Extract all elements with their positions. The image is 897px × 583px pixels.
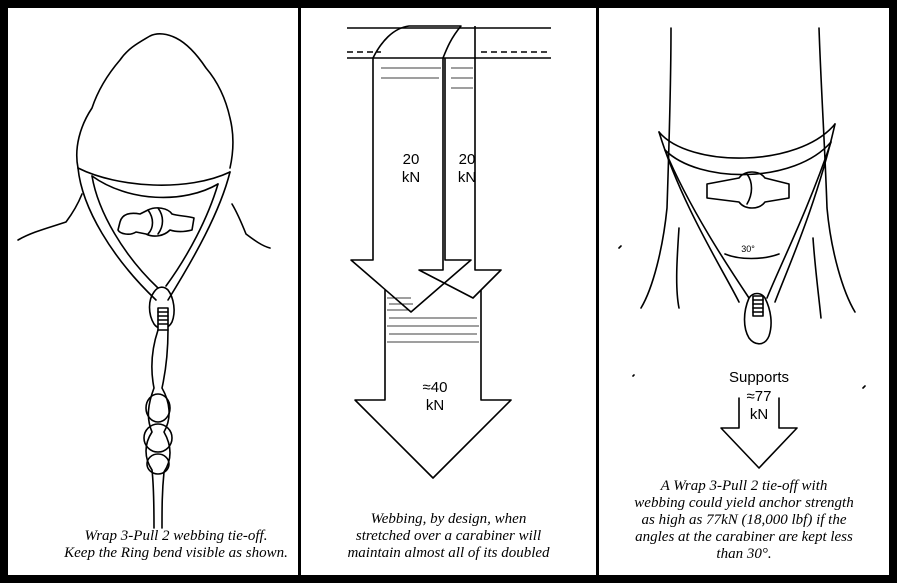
- webbing-right-leg: [767, 142, 831, 298]
- panel-tree-tie-off: Wrap 3-Pull 2 webbing tie-off. Keep the …: [8, 8, 298, 575]
- panel-2-caption: Webbing, by design, when stretched over …: [301, 511, 596, 562]
- panel-trunk-tie-off: 30° Supports ≈77 kN A Wrap 3-Pull 2 tie-…: [599, 8, 889, 575]
- caption-line: maintain almost all of its doubled: [301, 545, 596, 562]
- webbing-inner-right: [166, 184, 218, 286]
- trunk-left-edge: [641, 28, 671, 308]
- ring-bend-knot: [118, 208, 194, 236]
- support-label: Supports: [719, 369, 799, 387]
- webbing-over-bar: [373, 26, 461, 58]
- webbing-outer-right: [168, 172, 230, 300]
- caption-line: stretched over a carabiner will: [301, 528, 596, 545]
- force-unit: kN: [393, 169, 429, 187]
- panel-3-caption: A Wrap 3-Pull 2 tie-off with webbing cou…: [603, 478, 885, 563]
- force-unit: kN: [449, 169, 485, 187]
- ground-left: [18, 194, 82, 240]
- tree-outline: [77, 34, 233, 168]
- trunk-right-edge: [819, 28, 855, 312]
- caption-line: Wrap 3-Pull 2 webbing tie-off.: [56, 528, 296, 545]
- force-value: 20: [393, 151, 429, 169]
- right-force-label: 20 kN: [449, 151, 485, 187]
- force-value: ≈77: [739, 388, 779, 406]
- webbing-force-illustration: [301, 8, 596, 575]
- left-force-label: 20 kN: [393, 151, 429, 187]
- angle-label: 30°: [733, 240, 763, 258]
- caption-line: Keep the Ring bend visible as shown.: [56, 545, 296, 562]
- panel-1-caption: Wrap 3-Pull 2 webbing tie-off. Keep the …: [56, 528, 296, 562]
- webbing-left-leg: [665, 150, 749, 298]
- panel-webbing-forces: 20 kN 20 kN ≈40 kN Webbing, by design, w…: [301, 8, 596, 575]
- caption-line: Webbing, by design, when: [301, 511, 596, 528]
- support-force-label: ≈77 kN: [739, 388, 779, 424]
- caption-line: angles at the carabiner are kept less: [603, 529, 885, 546]
- total-force-label: ≈40 kN: [415, 379, 455, 415]
- tree-tie-off-illustration: [8, 8, 298, 575]
- webbing-wrap: [659, 124, 835, 158]
- force-unit: kN: [739, 406, 779, 424]
- caption-line: A Wrap 3-Pull 2 tie-off with: [603, 478, 885, 495]
- force-value: ≈40: [415, 379, 455, 397]
- ground-right: [232, 204, 270, 248]
- force-unit: kN: [415, 397, 455, 415]
- force-value: 20: [449, 151, 485, 169]
- caption-line: than 30°.: [603, 546, 885, 563]
- caption-line: webbing could yield anchor strength: [603, 495, 885, 512]
- caption-line: as high as 77kN (18,000 lbf) if the: [603, 512, 885, 529]
- carabiner-gate: [753, 296, 763, 316]
